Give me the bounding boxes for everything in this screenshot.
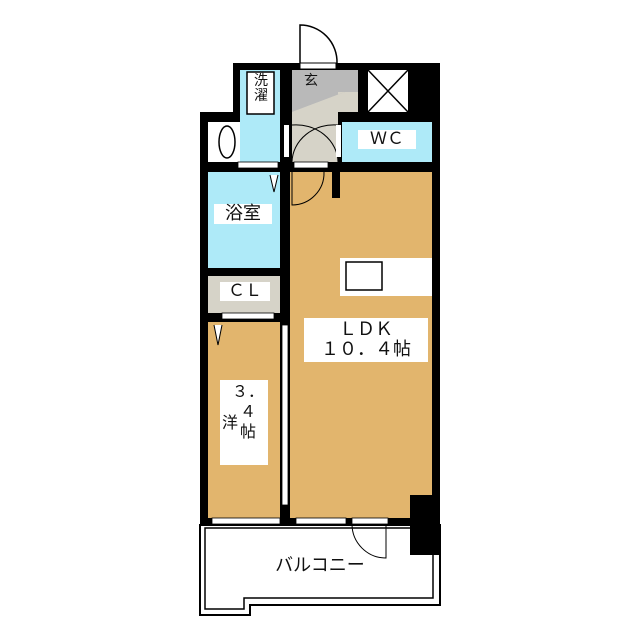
column bbox=[410, 495, 440, 555]
laundry-space bbox=[246, 71, 275, 115]
closet-label: ＣＬ bbox=[220, 282, 270, 301]
entry-door bbox=[299, 24, 338, 64]
laundry-label: 洗 濯 bbox=[254, 73, 268, 105]
western-size: ３． ４ 帖 bbox=[231, 382, 264, 441]
balcony-label: バルコニー bbox=[275, 555, 365, 576]
ldk-label: ＬＤＫ １０．４帖 bbox=[304, 318, 428, 362]
ldk-size: １０．４帖 bbox=[321, 338, 411, 360]
kitchen-sink bbox=[345, 261, 383, 291]
entrance-label: 玄 bbox=[304, 73, 318, 89]
western-name: 洋 bbox=[222, 413, 239, 432]
wc-label: ＷＣ bbox=[358, 130, 416, 149]
bath-label: 浴室 bbox=[214, 204, 272, 224]
western-label: 洋 ３． ４ 帖 bbox=[220, 380, 268, 465]
ldk-name: ＬＤＫ bbox=[339, 319, 393, 340]
